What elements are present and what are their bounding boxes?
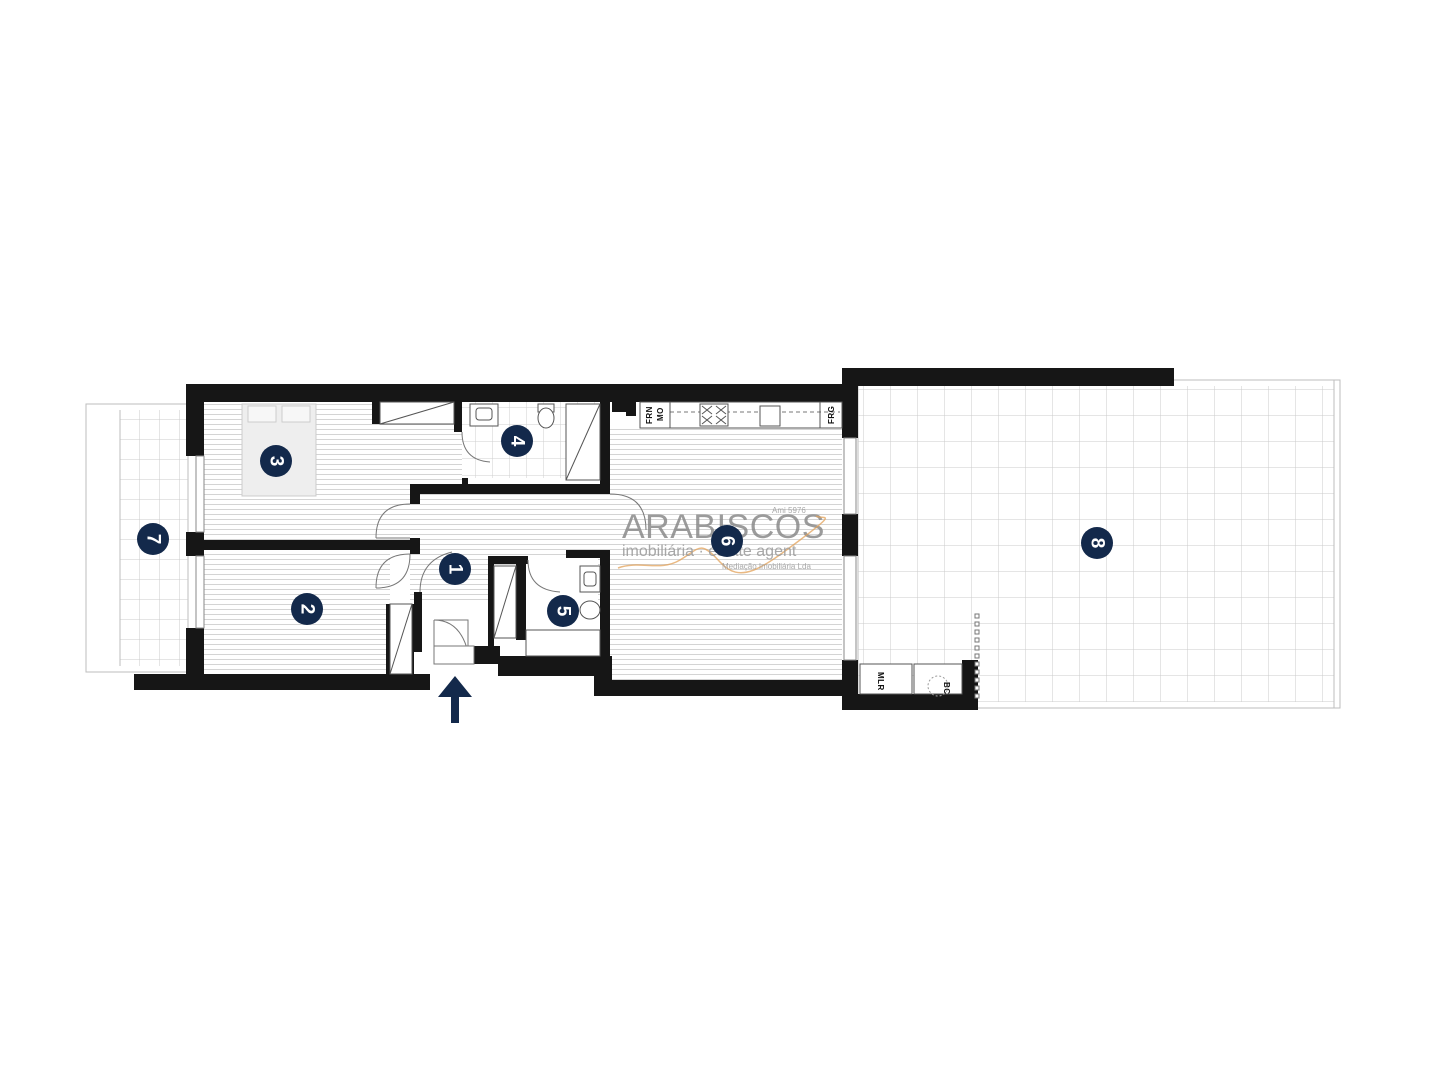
room-marker-6: 6 xyxy=(711,525,743,557)
entrance-door xyxy=(433,645,475,665)
room-marker-circle xyxy=(547,595,579,627)
room-marker-1: 1 xyxy=(439,553,471,585)
room-markers: 1 2 3 4 5 6 7 8 xyxy=(137,425,1113,627)
room-marker-circle xyxy=(439,553,471,585)
utility-closets xyxy=(859,613,980,699)
room-marker-8: 8 xyxy=(1081,527,1113,559)
windows xyxy=(195,437,857,661)
room-marker-3: 3 xyxy=(260,445,292,477)
room-number: 4 xyxy=(507,436,528,447)
microwave-label: MO xyxy=(656,407,665,421)
room-number: 5 xyxy=(553,606,574,617)
room-marker-circle xyxy=(137,523,169,555)
bath-4-fixtures xyxy=(469,403,601,481)
balcony-7 xyxy=(85,403,189,673)
room-marker-4: 4 xyxy=(501,425,533,457)
room-number: 7 xyxy=(143,534,164,545)
fridge-label: FRG xyxy=(827,406,836,424)
walls xyxy=(134,368,1174,710)
room-number: 2 xyxy=(297,604,318,615)
watermark-license: Ami 5976 xyxy=(772,506,806,515)
room-marker-2: 2 xyxy=(291,593,323,625)
kitchen-counter xyxy=(639,401,843,429)
room-number: 1 xyxy=(445,564,466,575)
room-marker-7: 7 xyxy=(137,523,169,555)
room-number: 3 xyxy=(266,456,287,467)
room-marker-circle xyxy=(260,445,292,477)
watermark-company: Mediação Imobiliária Lda xyxy=(722,562,811,571)
watermark-swoosh xyxy=(617,515,826,574)
room-marker-circle xyxy=(291,593,323,625)
appliance-labels: FRN MO FRG MLR BC xyxy=(645,406,951,695)
room-marker-circle xyxy=(501,425,533,457)
bedroom-2-wardrobe xyxy=(389,603,413,675)
arrow-up-icon xyxy=(438,676,472,723)
terrace-8 xyxy=(857,379,1341,709)
room-marker-5: 5 xyxy=(547,595,579,627)
bath-5-fixtures xyxy=(493,565,601,657)
room-number: 6 xyxy=(717,536,738,547)
boiler-label: BC xyxy=(942,682,951,695)
room-marker-circle xyxy=(1081,527,1113,559)
room-number: 8 xyxy=(1087,538,1108,549)
oven-label: FRN xyxy=(645,406,654,424)
room-marker-circle xyxy=(711,525,743,557)
watermark-tagline: imobiliária · estate agent xyxy=(622,543,797,560)
washer-label: MLR xyxy=(876,672,885,691)
